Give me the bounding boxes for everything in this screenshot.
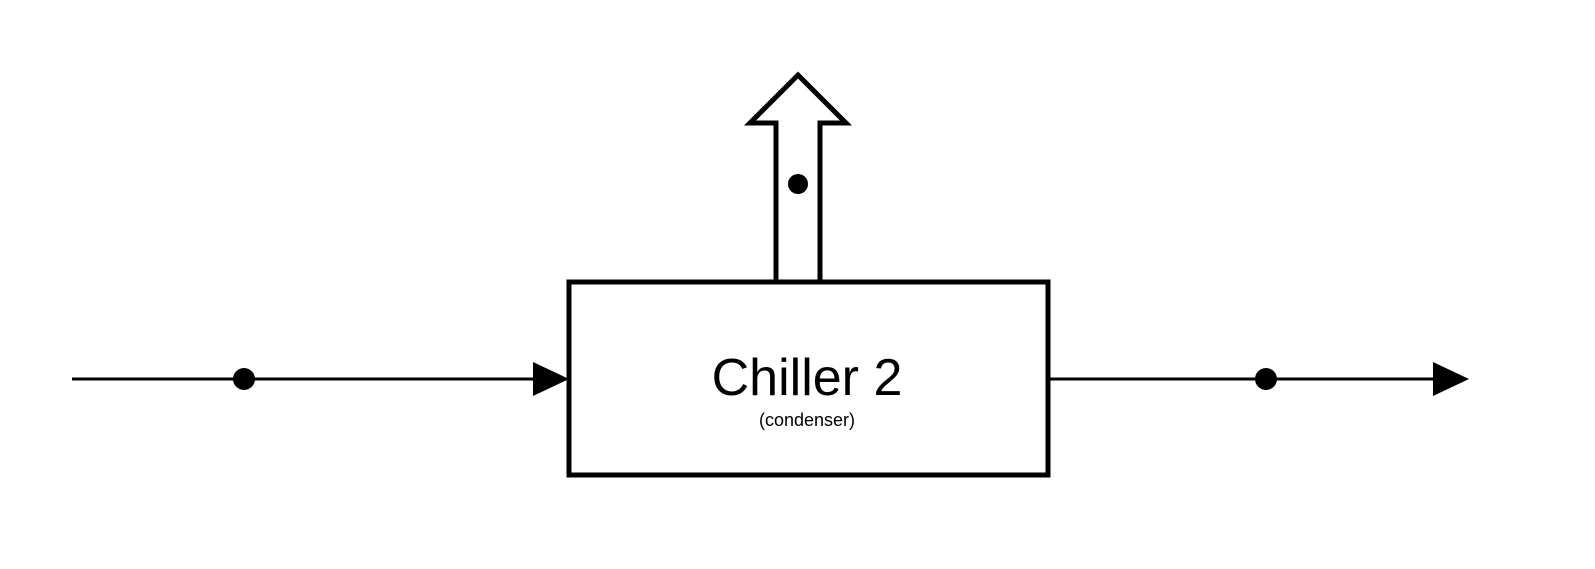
component-title: Chiller 2 — [712, 349, 903, 407]
inlet-stream — [72, 362, 569, 396]
chiller-component[interactable]: Chiller 2 (condenser) — [566, 279, 1051, 478]
heat-rejection-stream — [743, 71, 853, 285]
outlet-node[interactable] — [1255, 368, 1277, 390]
outlet-arrowhead-icon — [1433, 362, 1469, 396]
inlet-arrowhead-icon — [533, 362, 569, 396]
heat-rejection-node[interactable] — [788, 174, 808, 194]
chiller-box[interactable] — [566, 279, 1051, 478]
outlet-stream — [1050, 362, 1469, 396]
component-subtitle: (condenser) — [759, 410, 855, 430]
inlet-node[interactable] — [233, 368, 255, 390]
